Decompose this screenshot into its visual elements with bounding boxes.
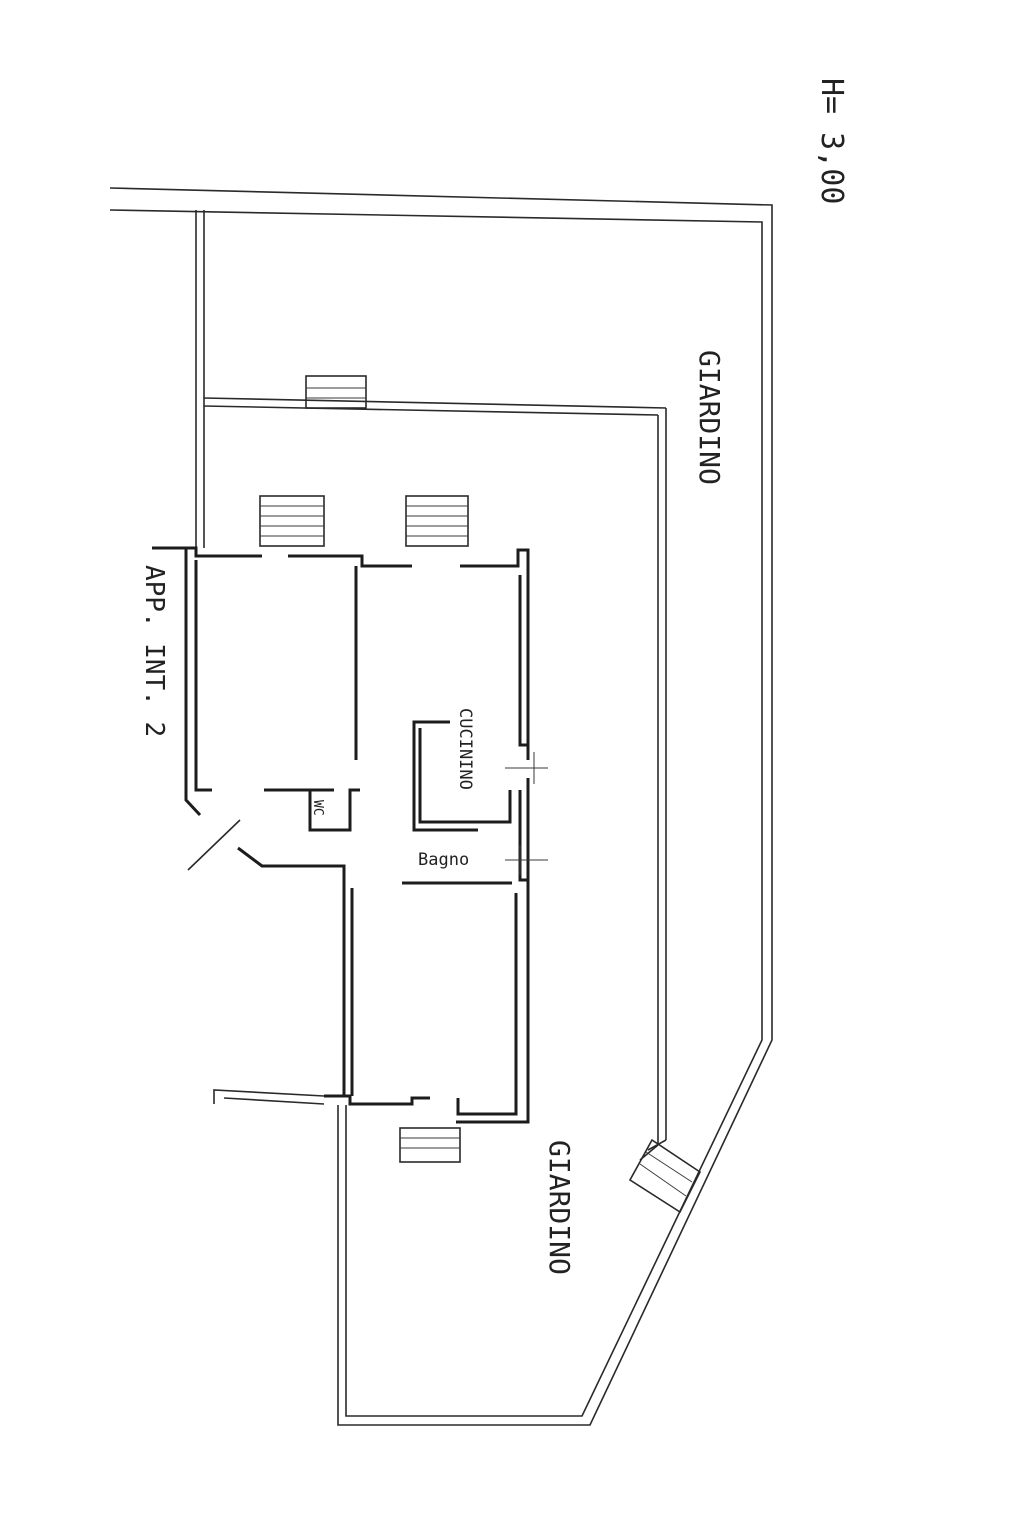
- garden-label-top: GIARDINO: [693, 350, 726, 485]
- steps-bottom: [399, 1127, 461, 1163]
- entrance-door: [187, 819, 241, 871]
- garden-label-bottom: GIARDINO: [543, 1140, 576, 1275]
- wc-label: WC: [310, 800, 325, 816]
- upper-garden-walls: [195, 210, 667, 548]
- balcony-stub: [213, 1089, 325, 1105]
- height-label: H= 3,00: [814, 78, 849, 204]
- kitchen-walls: [412, 720, 512, 832]
- section-marks: [505, 752, 548, 875]
- apartment-walls: [152, 546, 530, 1124]
- steps-top-right: [405, 495, 469, 547]
- bathroom-label: Bagno: [418, 850, 469, 870]
- steps-top-left: [259, 495, 325, 547]
- kitchen-label: CUCININO: [455, 708, 475, 790]
- garden-boundary: [109, 187, 773, 1426]
- apartment-label: APP. INT. 2: [139, 565, 169, 737]
- steps-garden-gate: [305, 375, 367, 409]
- inner-garden-fence: [639, 408, 667, 1161]
- steps-corner: [628, 1138, 702, 1214]
